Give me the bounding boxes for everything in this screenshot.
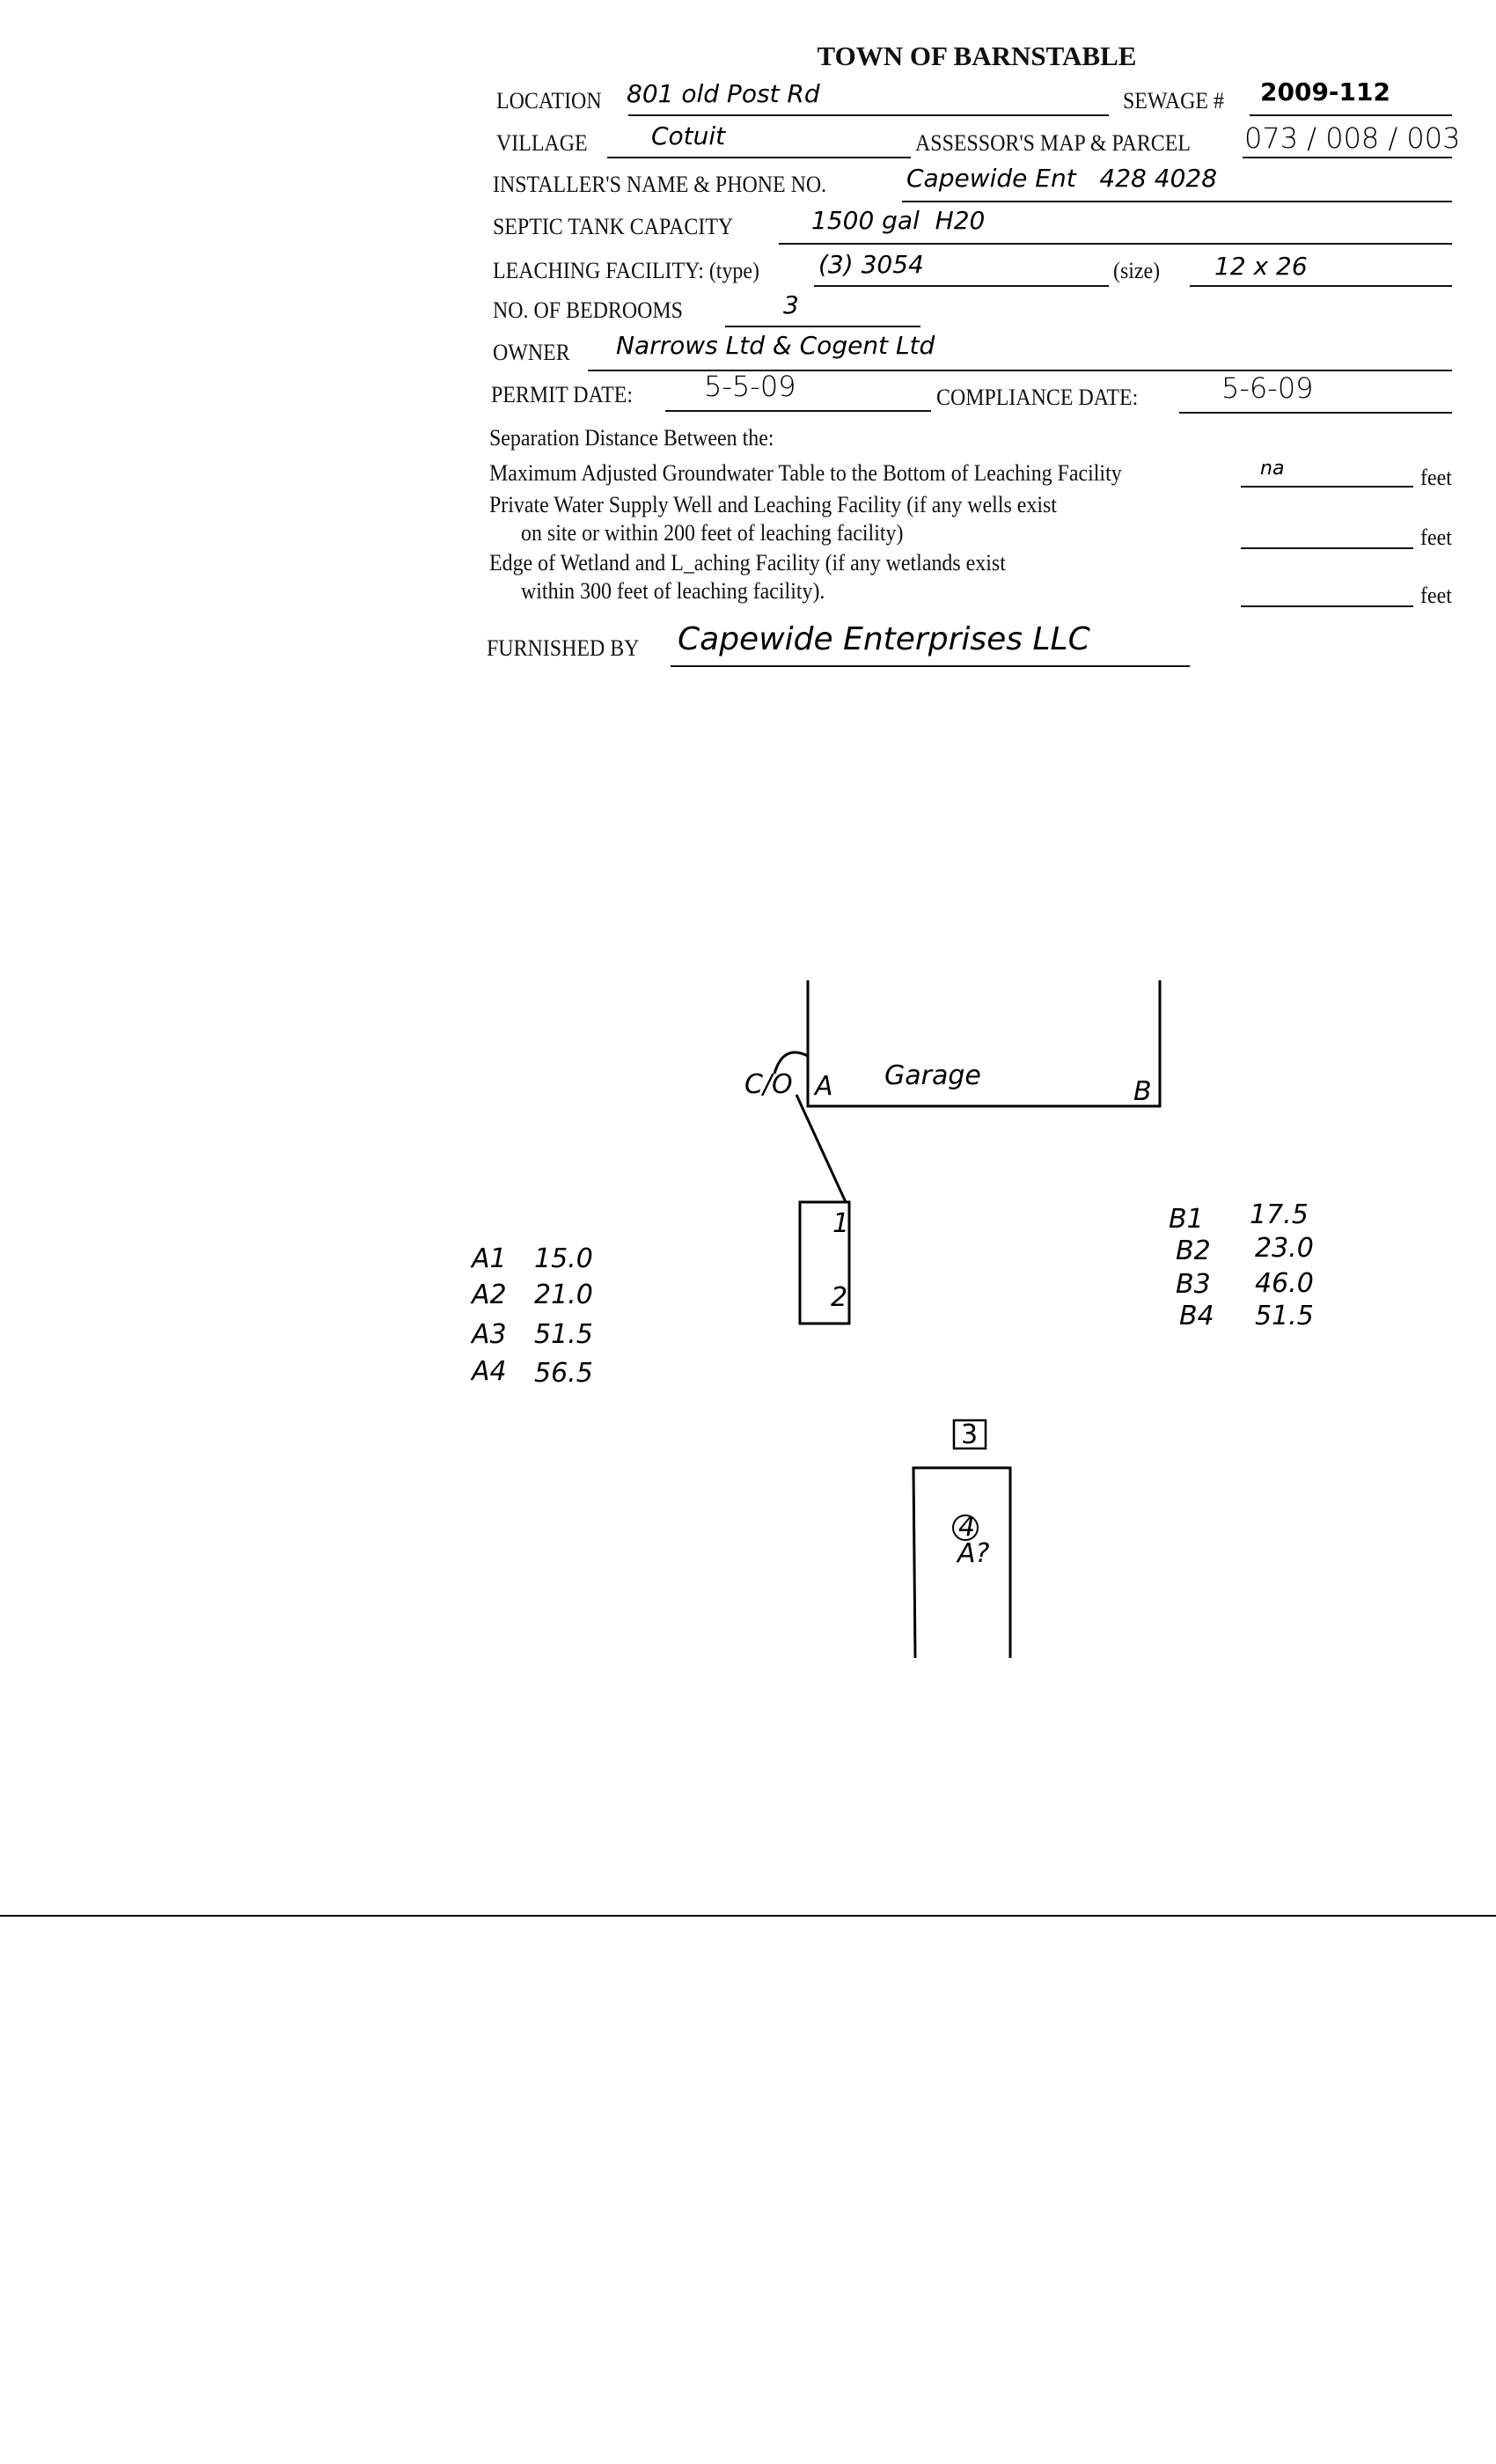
village-label: VILLAGE <box>496 130 588 156</box>
garage-outline <box>806 980 1162 1108</box>
compliance-date-label: COMPLIANCE DATE: <box>936 385 1139 410</box>
chamber-2-label: 2 <box>831 1282 847 1313</box>
permit-date-line <box>665 410 931 412</box>
groundwater-line <box>1241 486 1413 488</box>
permit-date-label: PERMIT DATE: <box>491 382 634 407</box>
tie-a3-value: 51.5 <box>534 1319 593 1350</box>
chamber-4-note: A? <box>956 1538 990 1569</box>
furnished-line <box>671 665 1190 667</box>
owner-line <box>588 370 1452 371</box>
leaching-type-label: LEACHING FACILITY: (type) <box>493 258 759 283</box>
tie-a2-value: 21.0 <box>534 1280 593 1310</box>
tie-a4-label: A4 <box>470 1356 507 1387</box>
owner-value: Narrows Ltd & Cogent Ltd <box>616 331 935 360</box>
tie-b3-value: 46.0 <box>1255 1268 1314 1299</box>
chamber-3-box <box>952 1419 987 1450</box>
chamber-box-1-2 <box>798 1200 851 1325</box>
tie-a4-value: 56.5 <box>534 1358 593 1389</box>
installer-value: Capewide Ent 428 4028 <box>906 164 1218 193</box>
sewage-label: SEWAGE # <box>1123 88 1224 114</box>
assessor-label: ASSESSOR'S MAP & PARCEL <box>915 130 1191 156</box>
septic-line <box>779 243 1452 245</box>
location-label: LOCATION <box>496 88 602 114</box>
well-line <box>1241 547 1413 549</box>
permit-date-value: 5-5-09 <box>704 370 796 403</box>
village-line <box>607 157 911 158</box>
leaching-type-value: (3) 3054 <box>818 250 924 279</box>
well-unit: feet <box>1420 524 1452 550</box>
village-value: Cotuit <box>651 121 726 150</box>
leaching-size-label: (size) <box>1113 258 1161 283</box>
owner-label: OWNER <box>493 340 570 365</box>
sewage-line <box>1250 114 1452 116</box>
assessor-line <box>1243 157 1452 158</box>
pipe-line <box>795 1094 847 1203</box>
compliance-date-value: 5-6-09 <box>1221 371 1314 405</box>
tie-b4-label: B4 <box>1179 1301 1214 1331</box>
leaching-size-line <box>1190 285 1452 287</box>
tie-a2-label: A2 <box>470 1280 507 1310</box>
cleanout-label: C/O <box>744 1069 793 1100</box>
furnished-label: FURNISHED BY <box>487 635 640 661</box>
wetland-text-2: within 300 feet of leaching facility). <box>521 578 825 604</box>
furnished-value: Capewide Enterprises LLC <box>678 621 1090 657</box>
chamber-3-label: 3 <box>961 1419 978 1450</box>
bedrooms-label: NO. OF BEDROOMS <box>493 297 683 323</box>
chamber-1-label: 1 <box>832 1208 849 1239</box>
groundwater-text: Maximum Adjusted Groundwater Table to th… <box>489 460 1122 486</box>
tie-a1-label: A1 <box>470 1243 507 1274</box>
groundwater-unit: feet <box>1420 465 1452 490</box>
chamber-4-circle <box>952 1514 979 1541</box>
leaching-size-value: 12 x 26 <box>1214 252 1308 281</box>
bedrooms-line <box>725 326 920 327</box>
separation-heading: Separation Distance Between the: <box>489 425 774 451</box>
tie-a3-label: A3 <box>470 1319 507 1350</box>
wetland-unit: feet <box>1420 583 1452 608</box>
page-title: TOWN OF BARNSTABLE <box>817 40 1137 71</box>
installer-line <box>902 201 1452 202</box>
well-text-2: on site or within 200 feet of leaching f… <box>521 520 904 546</box>
sewage-value: 2009-112 <box>1260 77 1390 106</box>
wetland-text-1: Edge of Wetland and L_aching Facility (i… <box>489 550 1006 576</box>
tie-b2-label: B2 <box>1176 1236 1211 1266</box>
location-line <box>628 114 1109 116</box>
wetland-line <box>1241 605 1413 607</box>
well-text-1: Private Water Supply Well and Leaching F… <box>489 492 1057 517</box>
chamber-4-label: 4 <box>958 1512 975 1543</box>
assessor-value: 073 / 008 / 003 <box>1244 121 1461 155</box>
tie-b2-value: 23.0 <box>1255 1233 1314 1264</box>
septic-value: 1500 gal H20 <box>811 206 986 235</box>
tie-b4-value: 51.5 <box>1255 1301 1314 1331</box>
tie-a1-value: 15.0 <box>534 1243 593 1274</box>
corner-b: B <box>1133 1076 1152 1107</box>
septic-label: SEPTIC TANK CAPACITY <box>493 214 734 239</box>
leaching-type-line <box>814 285 1109 287</box>
chamber-box-4 <box>912 1466 1012 1659</box>
cleanout-arc <box>773 1051 809 1074</box>
tie-b1-label: B1 <box>1169 1204 1204 1235</box>
tie-b3-label: B3 <box>1176 1269 1211 1300</box>
bedrooms-value: 3 <box>783 290 799 319</box>
tie-b1-value: 17.5 <box>1250 1199 1309 1230</box>
corner-a: A <box>813 1071 833 1102</box>
installer-label: INSTALLER'S NAME & PHONE NO. <box>493 172 827 197</box>
location-value: 801 old Post Rd <box>627 79 820 108</box>
groundwater-value: na <box>1260 458 1285 480</box>
garage-label: Garage <box>884 1060 981 1091</box>
compliance-date-line <box>1179 412 1452 414</box>
